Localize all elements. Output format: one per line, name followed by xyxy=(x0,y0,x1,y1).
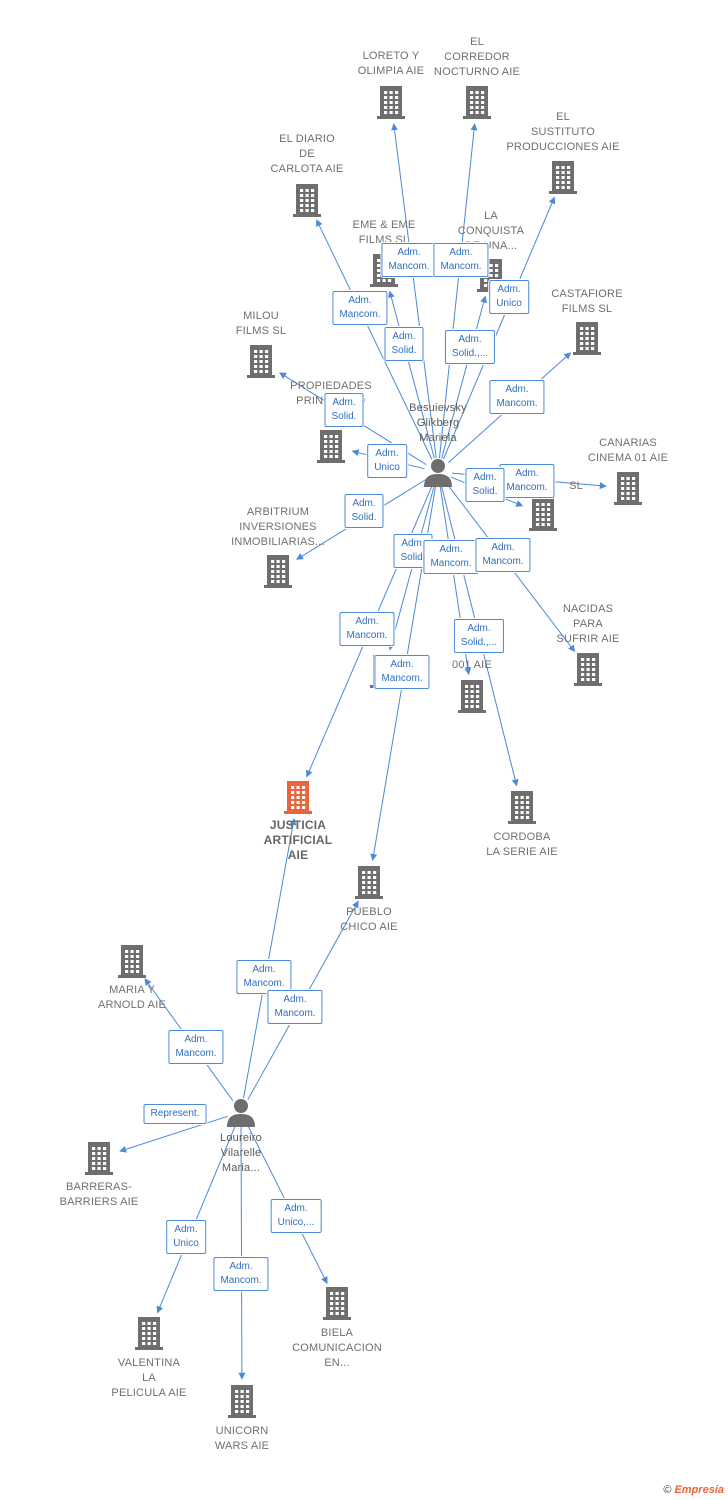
building-icon[interactable] xyxy=(549,160,577,199)
role-badge[interactable]: Adm. Unico,... xyxy=(270,1199,322,1233)
building-icon[interactable] xyxy=(377,85,405,124)
role-badge[interactable]: Adm. Mancom. xyxy=(433,243,489,277)
role-badge[interactable]: Adm. Solid. xyxy=(384,327,424,361)
edge-besuievsky-corredor xyxy=(438,123,478,459)
role-badge[interactable]: Adm. Mancom. xyxy=(339,612,395,646)
role-badge[interactable]: Adm. Mancom. xyxy=(374,655,430,689)
role-badge[interactable]: Adm. Mancom. xyxy=(213,1257,269,1291)
building-icon[interactable] xyxy=(573,321,601,360)
building-icon[interactable] xyxy=(264,554,292,593)
company-label-castafiore[interactable]: CASTAFIORE FILMS SL xyxy=(551,288,623,315)
building-icon[interactable] xyxy=(284,780,312,819)
building-icon[interactable] xyxy=(508,790,536,829)
building-icon[interactable] xyxy=(247,344,275,383)
edge-loureiro-valentina xyxy=(156,1124,237,1314)
company-label-pueblo[interactable]: PUEBLO CHICO AIE xyxy=(340,906,398,933)
building-icon[interactable] xyxy=(355,865,383,904)
role-badge[interactable]: Represent. xyxy=(143,1104,207,1124)
company-label-cordoba[interactable]: CORDOBA LA SERIE AIE xyxy=(486,831,558,858)
building-icon[interactable] xyxy=(118,944,146,983)
role-badge[interactable]: Adm. Mancom. xyxy=(236,960,292,994)
person-icon[interactable] xyxy=(423,457,453,492)
person-label-besuievsky[interactable]: Besuievsky Glikberg Mariela xyxy=(409,402,467,444)
building-icon[interactable] xyxy=(85,1141,113,1180)
role-badge[interactable]: Adm. Solid.,... xyxy=(453,619,505,653)
footer-brand[interactable]: ©Empresia xyxy=(663,1484,724,1496)
company-label-corredor[interactable]: EL CORREDOR NOCTURNO AIE xyxy=(433,36,521,78)
role-badge[interactable]: Adm. Mancom. xyxy=(489,380,545,414)
role-badge[interactable]: Adm. Mancom. xyxy=(267,990,323,1024)
company-label-biela[interactable]: BIELA COMUNICACION EN... xyxy=(292,1327,382,1369)
copyright-symbol: © xyxy=(663,1484,672,1496)
building-icon[interactable] xyxy=(323,1286,351,1325)
edge-besuievsky-loreto xyxy=(391,123,437,459)
role-badge[interactable]: Adm. Unico xyxy=(489,280,529,314)
role-badge[interactable]: Adm. Unico xyxy=(367,444,407,478)
role-badge[interactable]: Adm. Solid.,... xyxy=(444,330,496,364)
company-label-mariaarnold[interactable]: MARIA Y ARNOLD AIE xyxy=(97,984,167,1011)
person-label-loureiro[interactable]: Loureiro Vilarelle Maria... xyxy=(220,1132,262,1174)
role-badge[interactable]: Adm. Solid. xyxy=(324,393,364,427)
company-label-milou[interactable]: MILOU FILMS SL xyxy=(235,310,287,337)
edge-besuievsky-sustituto xyxy=(443,196,556,460)
role-badge[interactable]: Adm. Mancom. xyxy=(332,291,388,325)
person-icon[interactable] xyxy=(226,1097,256,1132)
building-icon[interactable] xyxy=(463,85,491,124)
role-badge[interactable]: Adm. Solid. xyxy=(465,468,505,502)
role-badge[interactable]: Adm. Unico xyxy=(166,1220,206,1254)
building-icon[interactable] xyxy=(317,429,345,468)
role-badge[interactable]: Adm. Mancom. xyxy=(423,540,479,574)
edge-loureiro-justicia xyxy=(243,817,297,1099)
building-icon[interactable] xyxy=(529,497,557,536)
company-label-arbitrium[interactable]: ARBITRIUM INVERSIONES INMOBILIARIAS... xyxy=(231,506,325,548)
company-label-justicia[interactable]: JUSTICIA ARTIFICIAL AIE xyxy=(263,818,333,862)
role-badge[interactable]: Adm. Mancom. xyxy=(475,538,531,572)
edge-loureiro-unicorn xyxy=(238,1125,246,1380)
building-icon[interactable] xyxy=(228,1384,256,1423)
role-badge[interactable]: Adm. Solid. xyxy=(393,534,433,568)
building-icon[interactable] xyxy=(293,183,321,222)
building-icon[interactable] xyxy=(458,679,486,718)
edge-loureiro-barreras xyxy=(119,1115,228,1153)
company-label-nacidas[interactable]: NACIDAS PARA SUFRIR AIE xyxy=(556,603,620,645)
role-badge[interactable]: Adm. Mancom. xyxy=(381,243,437,277)
company-label-barreras[interactable]: BARRERAS- BARRIERS AIE xyxy=(59,1181,139,1208)
company-label-sustituto[interactable]: EL SUSTITUTO PRODUCCIONES AIE xyxy=(506,111,620,153)
company-label-unicorn[interactable]: UNICORN WARS AIE xyxy=(214,1425,270,1452)
company-label-valentina[interactable]: VALENTINA LA PELICULA AIE xyxy=(111,1357,187,1399)
role-badge[interactable]: Adm. Mancom. xyxy=(168,1030,224,1064)
company-label-canarias[interactable]: CANARIAS CINEMA 01 AIE xyxy=(587,437,669,464)
role-badge[interactable]: Adm. Solid. xyxy=(344,494,384,528)
company-label-sl_hidden[interactable]: SL xyxy=(569,480,583,492)
building-icon[interactable] xyxy=(574,652,602,691)
edge-besuievsky-conquista xyxy=(441,295,488,459)
edge-besuievsky-diario xyxy=(316,219,433,460)
building-icon[interactable] xyxy=(614,471,642,510)
company-label-loreto[interactable]: LORETO Y OLIMPIA AIE xyxy=(357,50,425,77)
role-badge[interactable]: Adm. Mancom. xyxy=(499,464,555,498)
edge-besuievsky-emeeme xyxy=(387,290,435,459)
company-label-diario[interactable]: EL DIARIO DE CARLOTA AIE xyxy=(270,133,344,175)
building-icon[interactable] xyxy=(135,1316,163,1355)
brand-name: Empresia xyxy=(674,1484,724,1496)
